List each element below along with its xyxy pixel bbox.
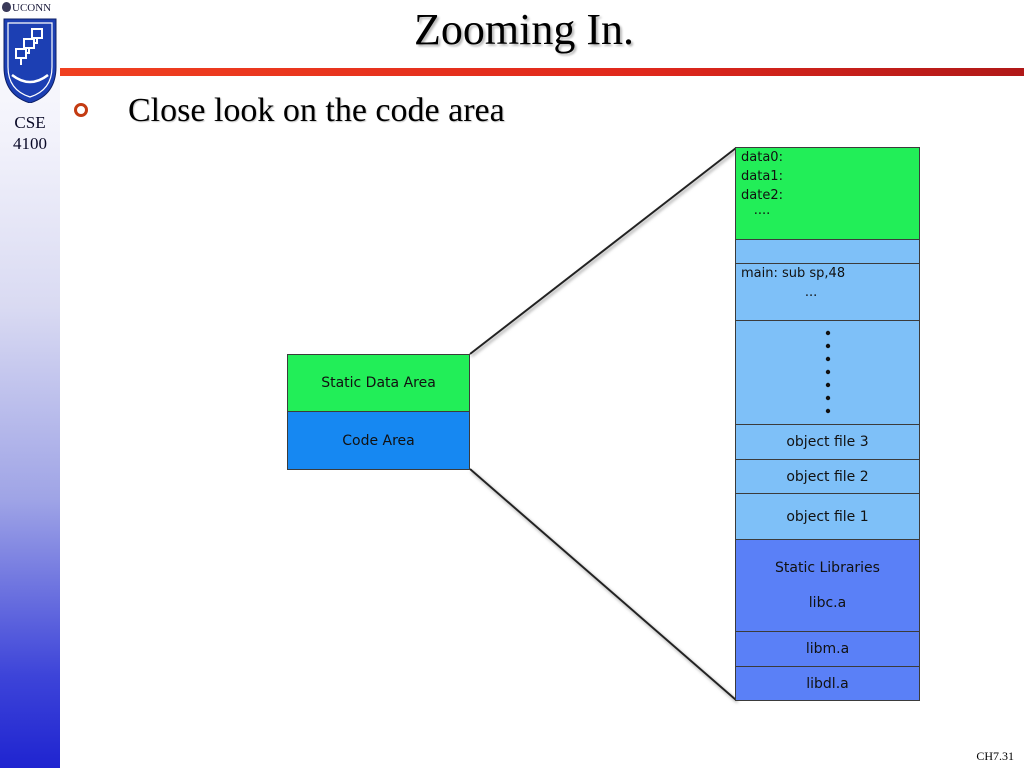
static-libraries-box: Static Libraries libc.a [735,539,920,632]
bullet-circle-icon [74,103,88,117]
object-file-2-label: object file 2 [786,468,869,485]
main-ellipsis: ... [804,285,818,300]
main-instruction: main: sub sp,48 [741,266,846,281]
title-underline-bar [60,68,1024,76]
data-labels-list: data0: data1: date2: .... [741,148,783,217]
slide-title: Zooming In. [414,5,634,54]
object-file-1-box: object file 1 [735,493,920,540]
uconn-seal-icon [2,2,11,12]
libm-box: libm.a [735,631,920,667]
object-file-3-label: object file 3 [786,434,869,450]
libdl-box: libdl.a [735,666,920,701]
data-label: data0: [741,150,783,165]
data-labels-box: data0: data1: date2: .... [735,147,920,240]
static-libraries-label: Static Libraries [775,560,880,576]
data-label: date2: [741,188,783,203]
course-code: CSE 4100 [0,112,60,154]
object-file-2-box: object file 2 [735,459,920,494]
main-code-lines: main: sub sp,48 ... [741,264,845,302]
main-code-box: main: sub sp,48 ... [735,263,920,321]
vertical-ellipsis-icon [825,330,830,413]
libc-label: libc.a [808,595,847,611]
code-area-label: Code Area [342,432,415,449]
uconn-brand-text: UCONN [12,2,52,14]
bullet-text: Close look on the code area [128,92,505,129]
sidebar: UCONN CSE 4100 [0,0,60,768]
gap-segment [735,239,920,264]
object-file-3-box: object file 3 [735,424,920,460]
object-file-1-label: object file 1 [786,508,869,525]
slide-number: CH7.31 [976,749,1014,763]
libm-label: libm.a [805,641,850,657]
code-area-box: Code Area [287,411,470,470]
static-data-area-label: Static Data Area [321,375,436,391]
zoom-line-bottom [469,468,737,701]
libdl-label: libdl.a [806,675,849,692]
elided-region-box [735,320,920,425]
data-label: .... [753,203,771,218]
uconn-brand: UCONN [2,2,51,14]
course-code-line1: CSE [14,113,46,132]
course-code-line2: 4100 [13,134,47,153]
zoom-line-top [469,147,737,355]
department-logo [3,18,57,103]
data-label: data1: [741,169,783,184]
static-data-area-box: Static Data Area [287,354,470,412]
